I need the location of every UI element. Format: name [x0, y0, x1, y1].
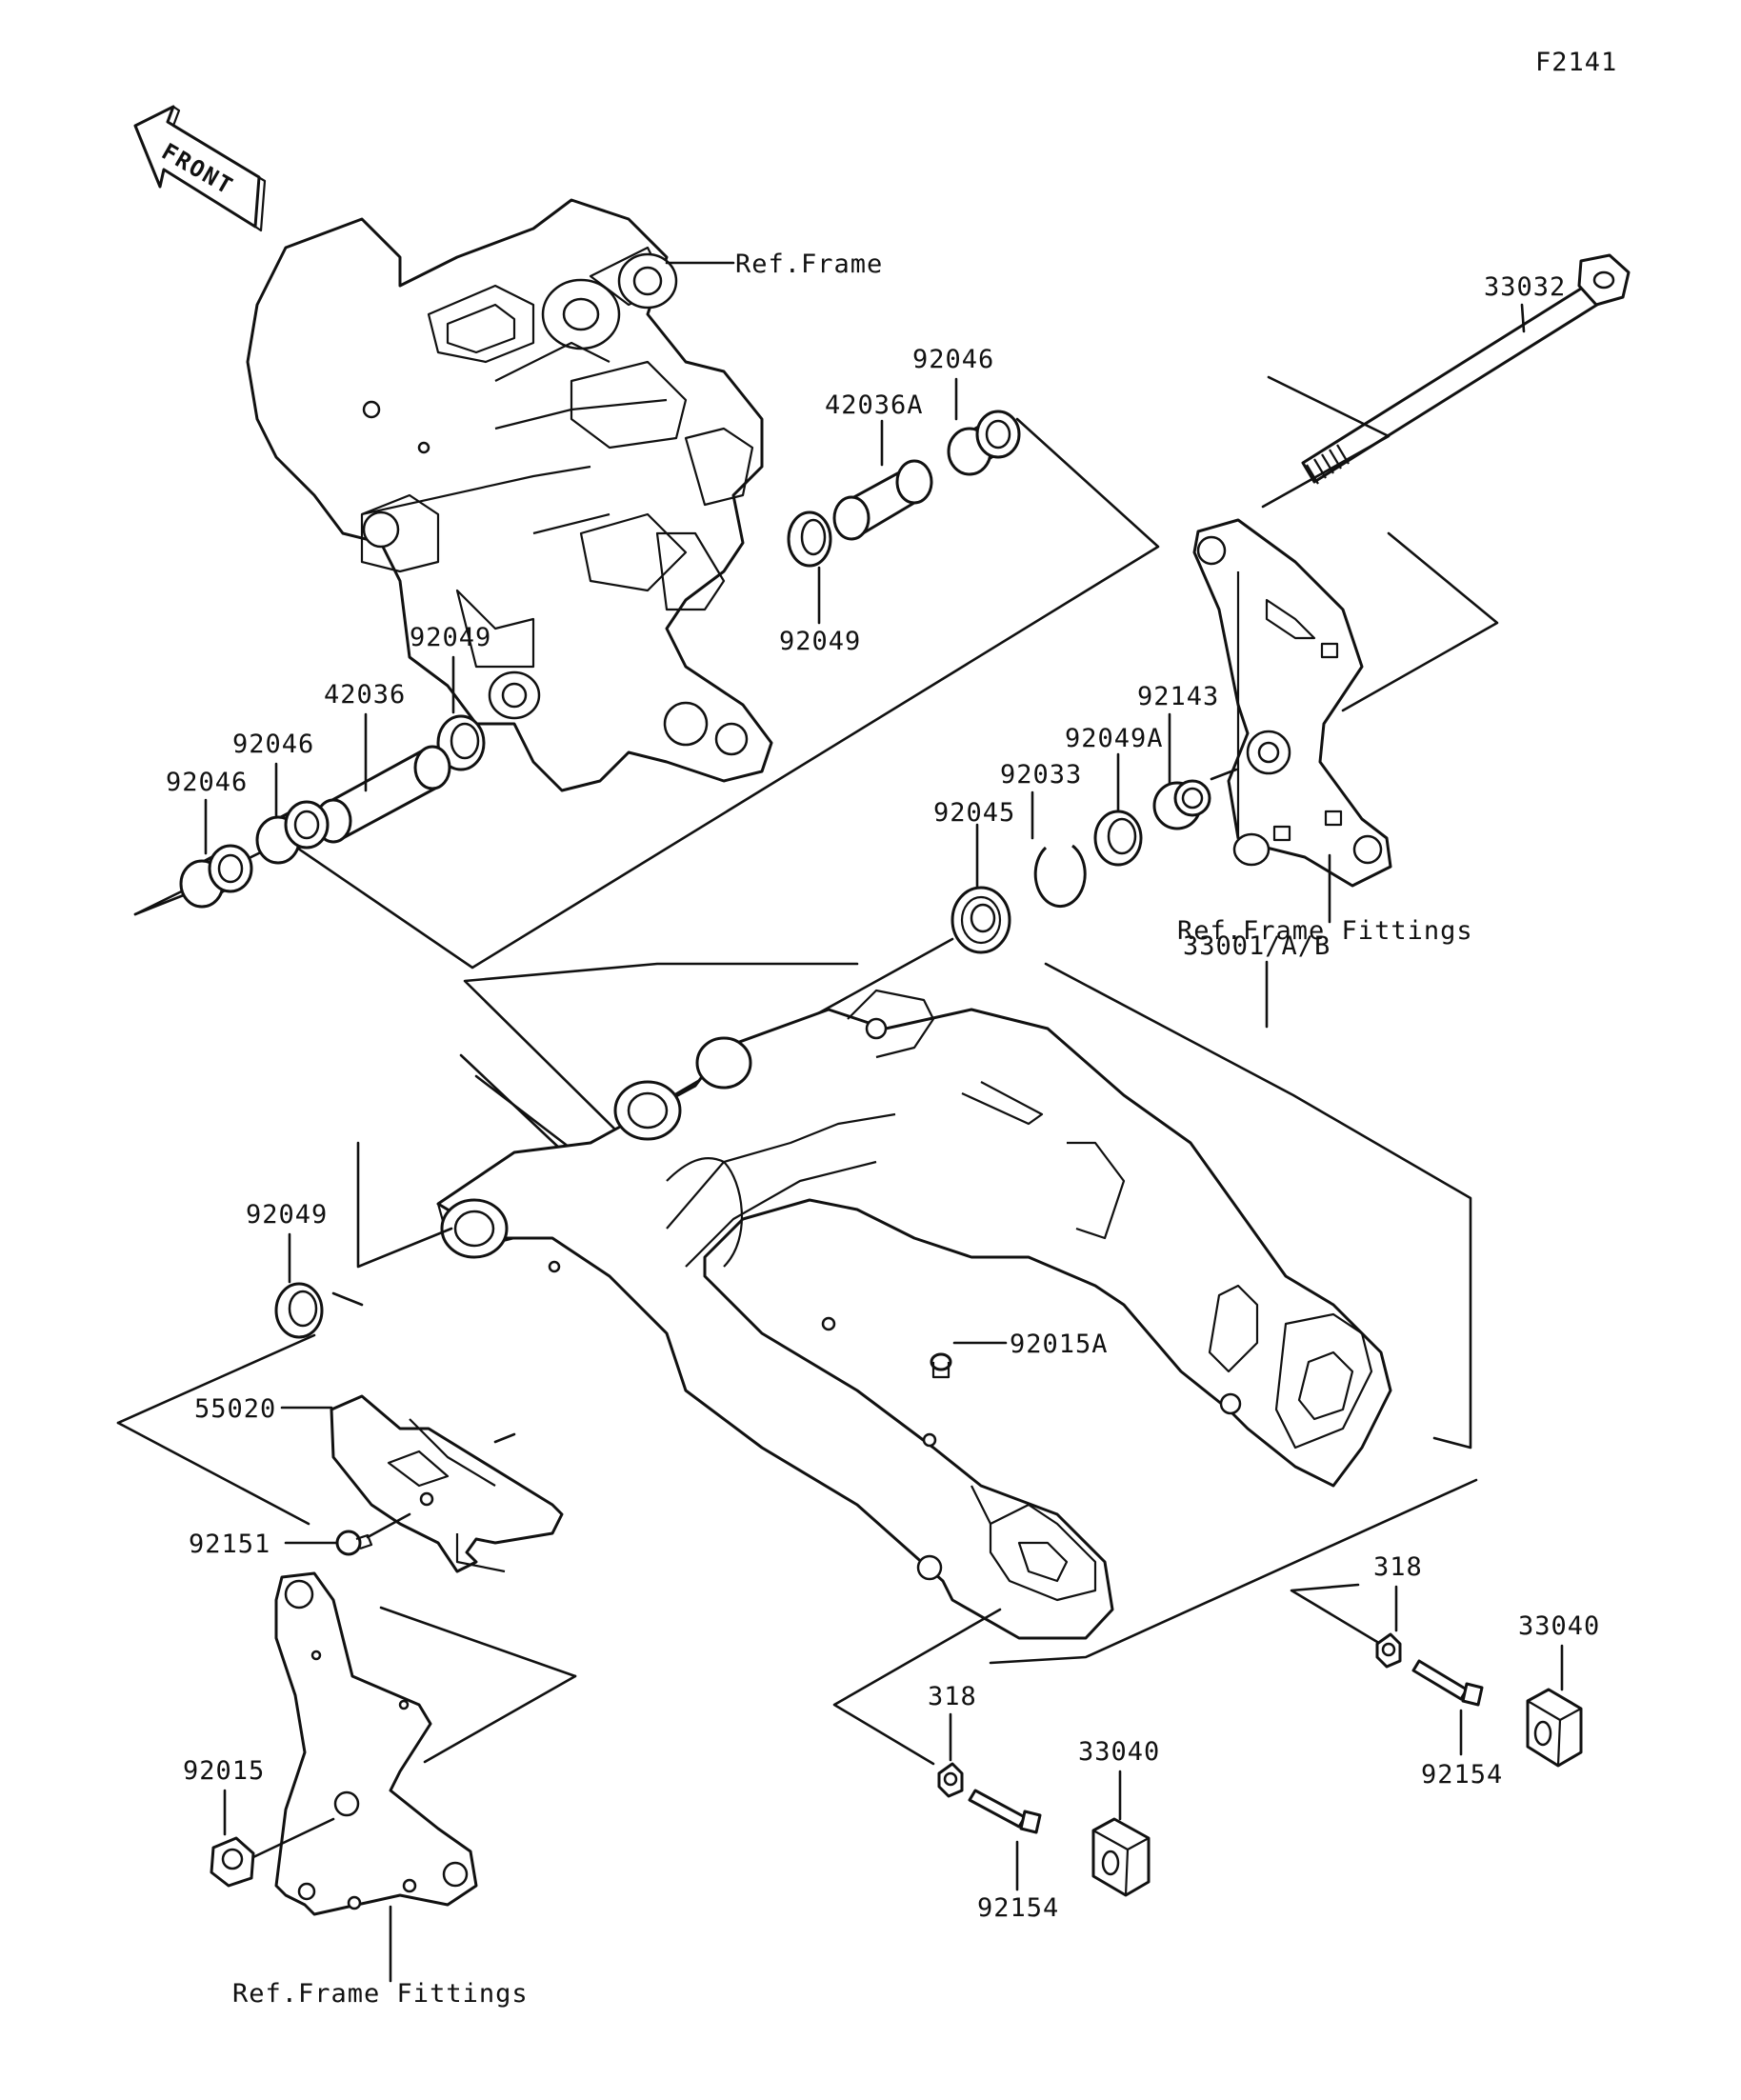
frame-assembly [246, 198, 773, 792]
label-92033: 92033 [1000, 760, 1082, 790]
adjuster-33040-right: 33040 [1518, 1611, 1600, 1768]
bolt-92151: 92151 [189, 1512, 411, 1559]
ref-frame-label: Ref.Frame [735, 250, 883, 279]
figure-id: F2141 [1535, 48, 1617, 77]
leader-lines-lower [832, 1478, 1478, 1766]
pivot-shaft-33032: 33032 [1301, 253, 1631, 485]
label-92046-a: 92046 [166, 768, 248, 797]
circlip-92033: 92033 [1000, 760, 1087, 909]
nut-318-right: 318 [1373, 1552, 1423, 1669]
bearing-92046-a: 92046 [166, 768, 253, 909]
ref-frame-fittings-left-label: Ref.Frame Fittings [232, 1979, 529, 2009]
seal-92049A: 92049A [1065, 724, 1164, 867]
ref-frame-callout: Ref.Frame [665, 250, 883, 279]
label-92015A: 92015A [1010, 1330, 1109, 1359]
label-92046-top: 92046 [912, 345, 994, 374]
adjuster-33040-mid: 33040 [1078, 1737, 1160, 1897]
nut-318-mid: 318 [928, 1682, 977, 1798]
label-92154-mid: 92154 [977, 1893, 1059, 1923]
label-92151: 92151 [189, 1530, 270, 1559]
label-92015: 92015 [183, 1756, 265, 1786]
label-92143: 92143 [1137, 682, 1219, 711]
bolt-92154-mid: 92154 [968, 1789, 1059, 1923]
label-92049-upper: 92049 [779, 627, 861, 656]
label-318-mid: 318 [928, 1682, 977, 1711]
bolt-92154-right: 92154 [1411, 1659, 1503, 1790]
seal-92049-mid: 92049 [410, 623, 491, 771]
label-92046-b: 92046 [232, 730, 314, 759]
grease-nipple-92015A: 92015A [930, 1330, 1109, 1379]
collar-42036: 42036 [314, 680, 451, 844]
label-33040-mid: 33040 [1078, 1737, 1160, 1767]
label-92049-lower: 92049 [246, 1200, 328, 1230]
collar-92143: 92143 [1137, 682, 1219, 830]
label-33040-right: 33040 [1518, 1611, 1600, 1641]
label-55020: 55020 [194, 1394, 276, 1424]
label-92154-right: 92154 [1421, 1760, 1503, 1790]
front-arrow-icon: FRONT [133, 105, 267, 232]
label-92045: 92045 [933, 798, 1015, 828]
bearing-92045: 92045 [933, 798, 1015, 954]
frame-fitting-right: Ref.Frame Fittings [1177, 518, 1473, 946]
label-42036A: 42036A [825, 390, 924, 420]
bearing-92046-b: 92046 [232, 730, 330, 865]
label-318-right: 318 [1373, 1552, 1423, 1582]
frame-fitting-left: Ref.Frame Fittings [232, 1571, 577, 2009]
chain-guide-55020: 55020 [116, 1333, 564, 1573]
bearing-92046-top: 92046 [912, 345, 1021, 476]
label-33032: 33032 [1484, 272, 1566, 302]
label-92049A: 92049A [1065, 724, 1164, 753]
swingarm-33001 [436, 989, 1392, 1640]
collar-42036A: 42036A [825, 390, 933, 541]
label-33001: 33001/A/B [1183, 931, 1331, 961]
label-92049-mid: 92049 [410, 623, 491, 652]
nut-92015: 92015 [183, 1756, 335, 1888]
label-42036: 42036 [324, 680, 406, 710]
leader-lines-upper [133, 375, 1499, 970]
seal-92049-lower: 92049 [246, 1141, 453, 1339]
ref-frame-fittings-right-label: Ref.Frame Fittings [1177, 916, 1473, 946]
seal-92049-upper: 92049 [779, 510, 861, 656]
